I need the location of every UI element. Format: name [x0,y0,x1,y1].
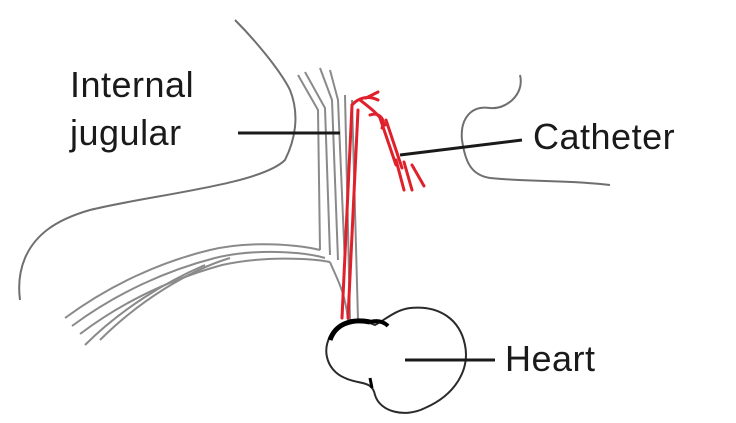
subclavian-vein [65,244,348,345]
jaw-outline [19,20,295,300]
catheter-leader [400,140,522,155]
catheter-label: Catheter [533,118,675,156]
catheter [342,92,424,318]
internal-jugular-label-line2: jugular [70,114,182,152]
internal-jugular-label-line1: Internal [70,66,194,104]
heart-label: Heart [505,340,596,378]
